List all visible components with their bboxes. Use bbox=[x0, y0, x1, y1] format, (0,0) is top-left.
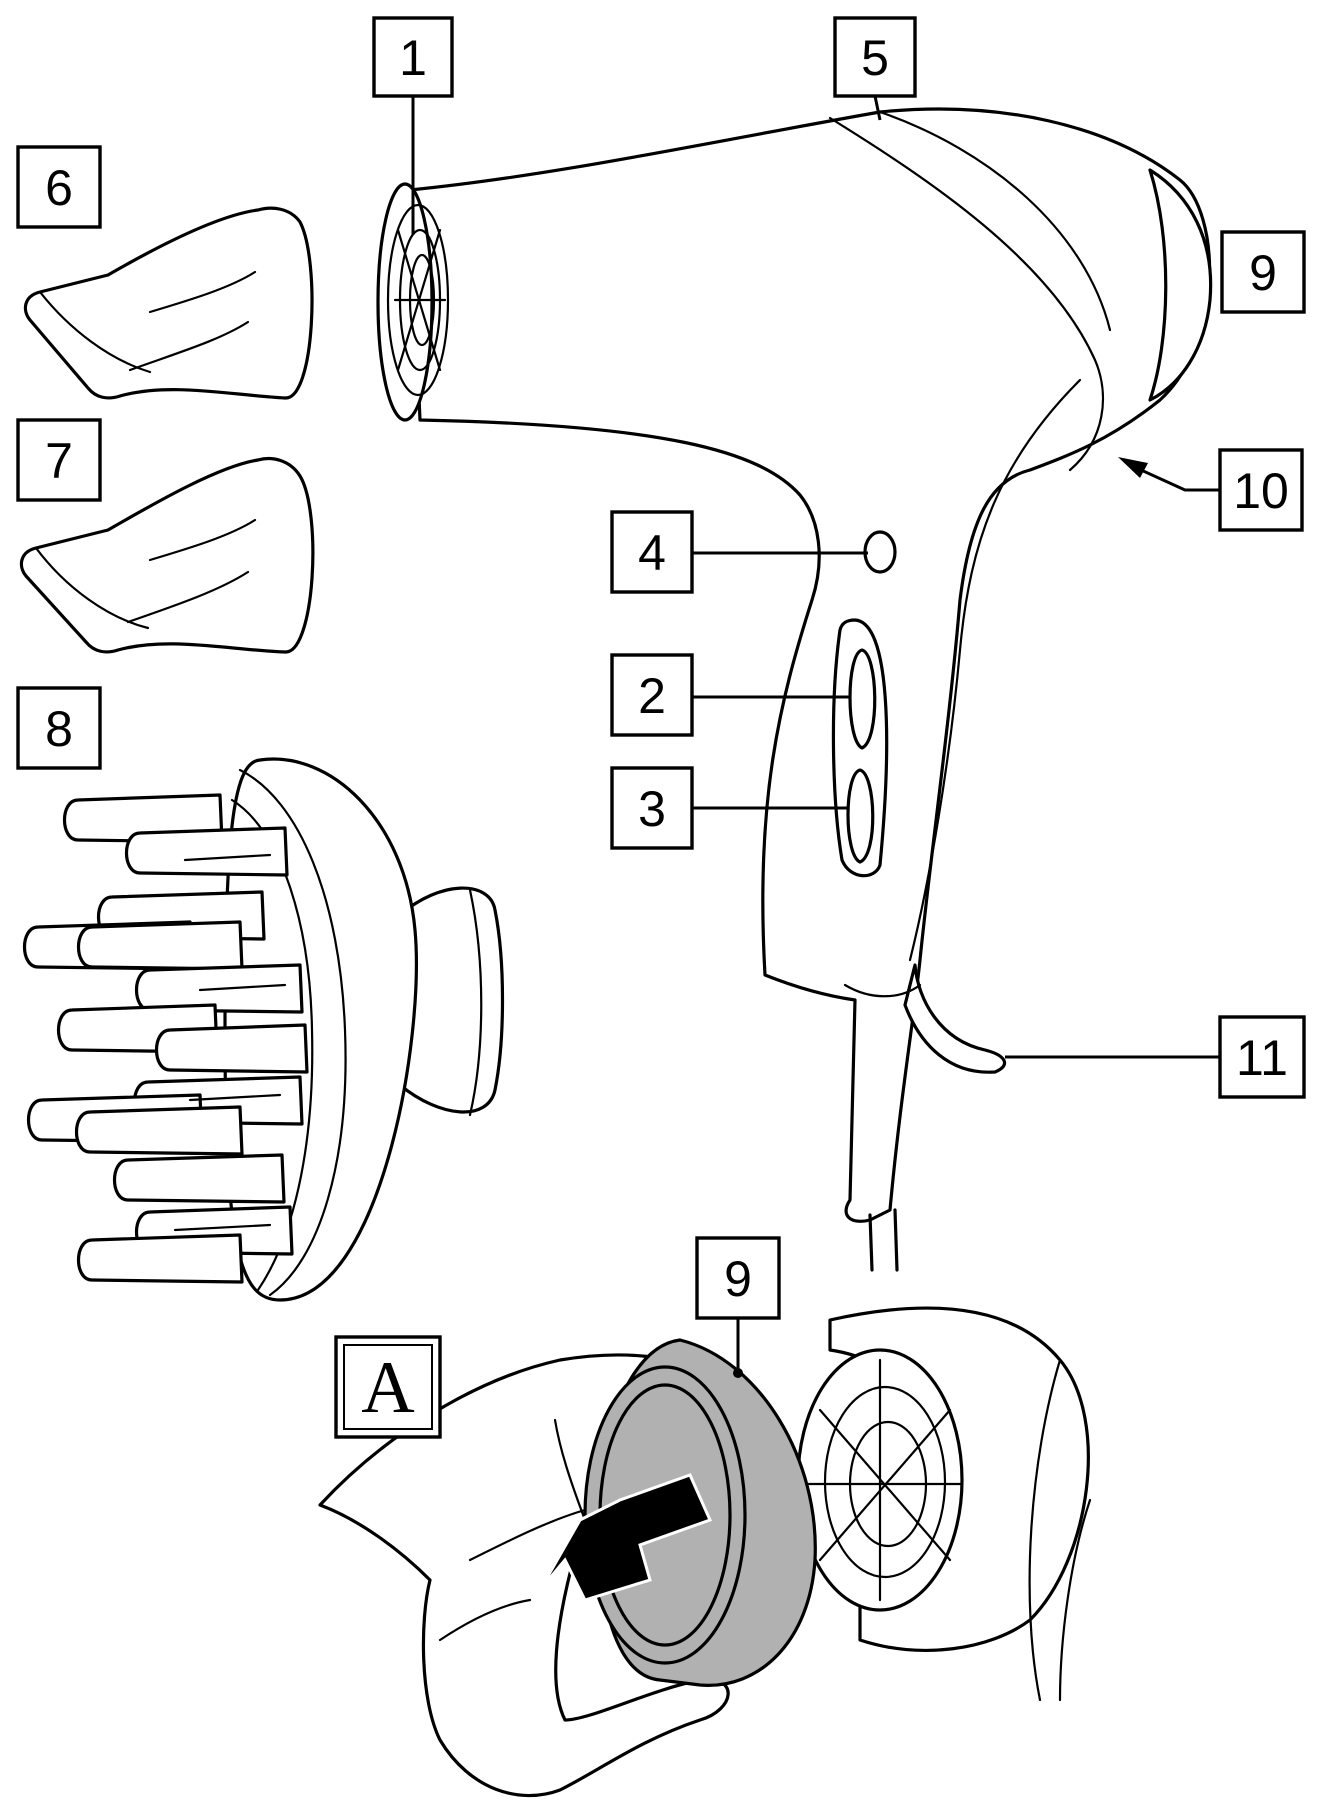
concentrator-nozzle-6 bbox=[23, 206, 314, 400]
air-inlet-grille bbox=[386, 203, 450, 397]
callout-10-label: 10 bbox=[1233, 463, 1289, 519]
callout-11: 11 bbox=[1218, 1015, 1306, 1099]
callout-5: 5 bbox=[833, 16, 917, 98]
callout-1-label: 1 bbox=[399, 30, 427, 86]
pull-direction-arrow bbox=[538, 1473, 713, 1602]
concentrator-nozzle-7 bbox=[19, 456, 315, 654]
callout-2: 2 bbox=[610, 653, 694, 737]
callout-4-label: 4 bbox=[638, 525, 666, 581]
callout-7: 7 bbox=[16, 418, 102, 502]
hair-dryer-body bbox=[376, 107, 1213, 1272]
callout-2-label: 2 bbox=[638, 668, 666, 724]
speed-button-3 bbox=[846, 768, 875, 864]
cool-shot-button-4 bbox=[863, 530, 897, 574]
callout-4: 4 bbox=[610, 510, 694, 594]
diffuser-fingers bbox=[23, 793, 309, 1284]
callout-7-label: 7 bbox=[45, 433, 73, 489]
callout-9-step-a: 9 bbox=[695, 1236, 781, 1320]
callout-3-label: 3 bbox=[638, 781, 666, 837]
hanging-loop-11 bbox=[903, 963, 1007, 1074]
callout-9-step-a-label: 9 bbox=[724, 1251, 752, 1307]
callout-6-label: 6 bbox=[45, 160, 73, 216]
exposed-filter-grille bbox=[796, 1348, 964, 1612]
callout-6: 6 bbox=[16, 145, 102, 229]
callout-3: 3 bbox=[610, 766, 694, 850]
callout-5-label: 5 bbox=[861, 30, 889, 86]
power-cord bbox=[843, 983, 922, 1272]
leader-lines bbox=[411, 95, 1220, 1373]
callout-1: 1 bbox=[372, 16, 454, 98]
step-a-remove-filter bbox=[318, 1306, 1092, 1798]
heat-button-2 bbox=[848, 648, 877, 750]
callout-8-label: 8 bbox=[45, 701, 73, 757]
callout-10: 10 bbox=[1218, 448, 1304, 532]
callout-9-label: 9 bbox=[1249, 245, 1277, 301]
diffuser-8 bbox=[23, 757, 505, 1302]
callout-9: 9 bbox=[1220, 230, 1306, 314]
callout-11-label: 11 bbox=[1236, 1030, 1288, 1086]
filter-cover-9 bbox=[538, 1338, 817, 1687]
step-a-badge: A bbox=[334, 1335, 442, 1439]
step-a-label: A bbox=[361, 1347, 414, 1429]
callout-8: 8 bbox=[16, 686, 102, 770]
